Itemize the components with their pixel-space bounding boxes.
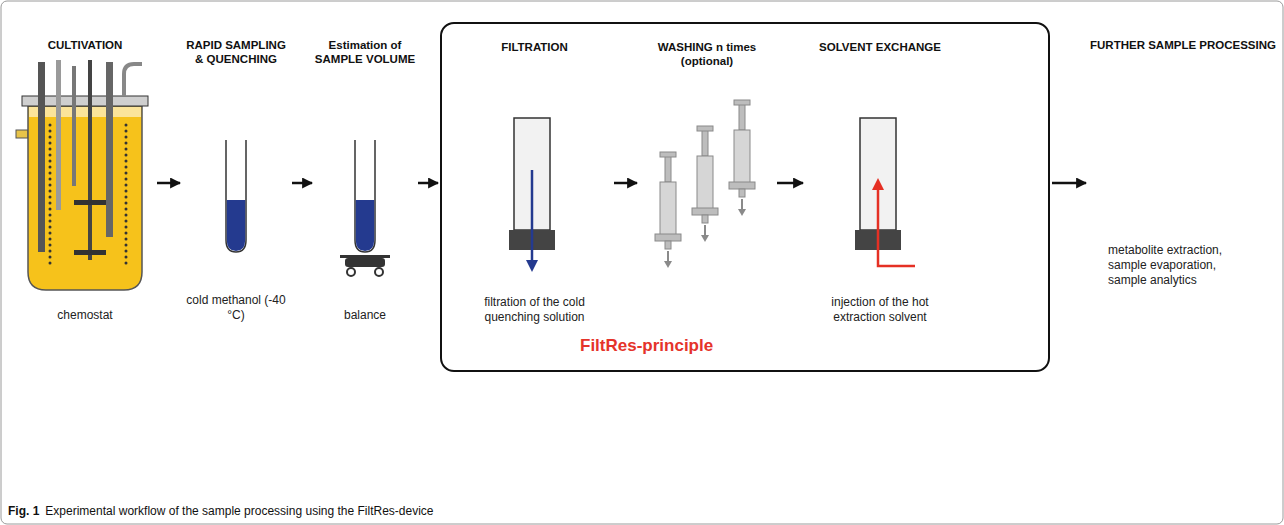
flow-arrow — [157, 182, 180, 185]
step-description: balance — [314, 308, 416, 323]
flow-arrow — [292, 182, 312, 185]
figure-caption-row: Fig. 1 Experimental workflow of the sampl… — [8, 504, 434, 518]
step-description: filtration of the cold quenching solutio… — [457, 295, 612, 325]
figure-caption: Experimental workflow of the sample proc… — [45, 504, 433, 518]
process-step: WASHING n times (optional) — [639, 40, 775, 325]
step-heading: WASHING n times (optional) — [639, 40, 775, 69]
step-heading: SOLVENT EXCHANGE — [805, 40, 955, 54]
principle-title: FiltRes-principle — [580, 336, 1048, 356]
step-heading: Estimation of SAMPLE VOLUME — [314, 38, 416, 67]
flow-arrow — [777, 182, 803, 185]
flow-arrow — [614, 182, 637, 185]
step-heading: RAPID SAMPLING & QUENCHING — [182, 38, 290, 67]
solvent-exchange-device — [855, 118, 915, 266]
washing-syringes — [655, 100, 755, 268]
step-description: injection of the hot extraction solvent — [805, 295, 955, 325]
process-step: CULTIVATION chemostat — [15, 38, 155, 323]
sample-tube — [226, 140, 246, 252]
process-step: RAPID SAMPLING & QUENCHING cold methanol … — [182, 38, 290, 323]
flow-arrow — [418, 182, 438, 185]
sample-tube-on-balance — [340, 140, 390, 276]
step-heading: CULTIVATION — [15, 38, 155, 52]
principle-frame: FiltRes-principle FILTRATION filtration of… — [440, 22, 1050, 372]
step-description: cold methanol (-40 °C) — [182, 293, 290, 323]
process-step: SOLVENT EXCHANGE injection of the hot ext… — [805, 40, 955, 325]
step-heading: FILTRATION — [457, 40, 612, 54]
process-step: FURTHER SAMPLE PROCESSING metabolite extr… — [1088, 38, 1278, 288]
step-heading: FURTHER SAMPLE PROCESSING — [1088, 38, 1278, 52]
figure-number: Fig. 1 — [8, 504, 39, 518]
process-step: Estimation of SAMPLE VOLUME balance — [314, 38, 416, 323]
flow-arrow — [1052, 182, 1086, 185]
step-description: chemostat — [15, 308, 155, 323]
step-description: metabolite extraction, sample evaporatio… — [1108, 243, 1233, 288]
process-step: FILTRATION filtration of the cold quenchi… — [457, 40, 612, 325]
filter-device — [509, 118, 555, 272]
chemostat-illustration — [16, 60, 148, 290]
